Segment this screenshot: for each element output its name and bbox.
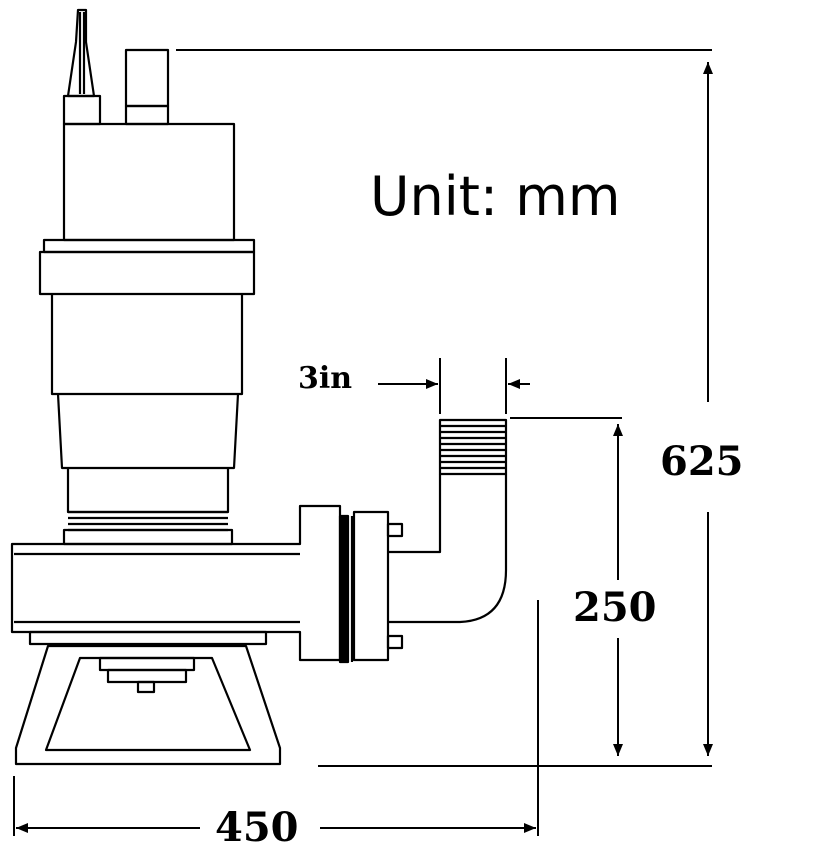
- cable-gland: [62, 8, 102, 126]
- outlet-size-label: 3in: [298, 361, 353, 396]
- outlet-height-label: 250: [573, 584, 657, 631]
- dimension-lines: [13, 49, 713, 836]
- discharge-elbow: [388, 418, 508, 624]
- motor-cover: [62, 122, 236, 242]
- pump-body: [10, 8, 508, 766]
- width-label: 450: [215, 804, 299, 851]
- motor-housing: [50, 294, 244, 546]
- unit-label: Unit: mm: [370, 165, 621, 228]
- total-height-label: 625: [660, 438, 744, 485]
- base-stand: [14, 644, 282, 766]
- motor-flange: [38, 238, 256, 296]
- discharge-flange: [338, 510, 404, 664]
- lifting-lug: [124, 48, 170, 126]
